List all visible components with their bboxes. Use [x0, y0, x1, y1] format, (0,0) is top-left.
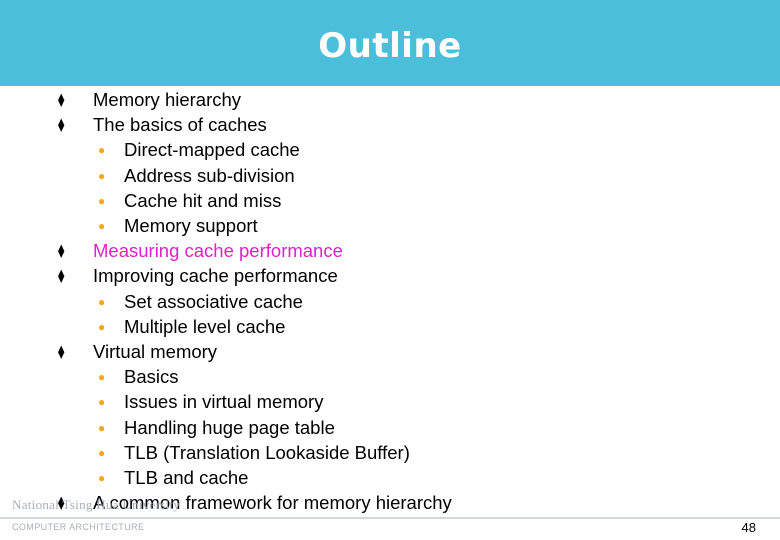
slide-title: Outline — [318, 26, 462, 66]
dot-bullet-icon: ● — [98, 219, 106, 233]
footer-divider — [0, 517, 780, 519]
outline-item-text: Memory support — [124, 215, 258, 236]
outline-subitem: ● TLB (Translation Lookaside Buffer) — [98, 441, 410, 465]
outline-item-text: Issues in virtual memory — [124, 391, 324, 413]
outline-subitem: ● Set associative cache — [98, 290, 303, 314]
outline-item: ⧫ The basics of caches — [58, 113, 267, 137]
outline-subitem: ● Handling huge page table — [98, 416, 335, 440]
dot-bullet-icon: ● — [98, 445, 106, 460]
outline-item: ⧫ Improving cache performance — [58, 264, 338, 288]
footer-department: COMPUTER ARCHITECTURE — [12, 522, 145, 532]
outline-item-text: Measuring cache performance — [93, 240, 343, 262]
outline-item-text: Basics — [124, 366, 179, 388]
page-number: 48 — [741, 520, 756, 535]
outline-item: ⧫ Virtual memory — [58, 340, 217, 364]
outline-item-text: Virtual memory — [93, 341, 218, 362]
outline-item: ⧫ Memory hierarchy — [58, 88, 241, 112]
diamond-bullet-icon: ⧫ — [58, 117, 65, 133]
dot-bullet-icon: ● — [98, 168, 106, 183]
diamond-bullet-icon: ⧫ — [58, 92, 65, 107]
outline-item-text: Improving cache performance — [93, 265, 338, 287]
dot-bullet-icon: ● — [98, 420, 106, 435]
outline-subitem: ● Address sub-division — [98, 164, 295, 188]
diamond-bullet-icon: ⧫ — [58, 243, 65, 259]
outline-subitem: ● Multiple level cache — [98, 315, 285, 339]
outline-item: ⧫ Measuring cache performance — [58, 239, 343, 263]
outline-item-text: Memory hierarchy — [93, 89, 242, 110]
outline-subitem: ● Issues in virtual memory — [98, 390, 323, 414]
outline-subitem: ● TLB and cache — [98, 466, 248, 490]
outline-subitem: ● Direct-mapped cache — [98, 138, 300, 162]
diamond-bullet-icon: ⧫ — [58, 344, 65, 359]
dot-bullet-icon: ● — [98, 143, 106, 158]
outline-item-text: A common framework for memory hierarchy — [93, 492, 452, 514]
outline-item-text: TLB (Translation Lookaside Buffer) — [124, 441, 410, 463]
outline-item-text: Direct-mapped cache — [124, 139, 300, 161]
dot-bullet-icon: ● — [98, 370, 106, 385]
outline-item-text: TLB and cache — [124, 467, 249, 488]
diamond-bullet-icon: ⧫ — [58, 268, 65, 284]
dot-bullet-icon: ● — [98, 471, 106, 485]
outline-item: ⧫ A common framework for memory hierarchy — [58, 491, 452, 515]
outline-subitem: ● Memory support — [98, 214, 258, 238]
dot-bullet-icon: ● — [98, 395, 106, 410]
outline-item-text: The basics of caches — [93, 114, 267, 136]
dot-bullet-icon: ● — [98, 319, 106, 334]
dot-bullet-icon: ● — [98, 294, 106, 309]
outline-item-text: Multiple level cache — [124, 315, 286, 337]
dot-bullet-icon: ● — [98, 193, 106, 208]
diamond-bullet-icon: ⧫ — [58, 495, 65, 511]
outline-subitem: ● Basics — [98, 365, 179, 389]
title-bar: Outline — [0, 0, 780, 86]
footer-logo: National Tsing Hua University — [12, 497, 181, 512]
outline-subitem: ● Cache hit and miss — [98, 189, 281, 213]
outline-item-text: Handling huge page table — [124, 416, 335, 438]
outline-item-text: Cache hit and miss — [124, 189, 282, 211]
outline-item-text: Set associative cache — [124, 290, 303, 312]
outline-item-text: Address sub-division — [124, 164, 295, 186]
